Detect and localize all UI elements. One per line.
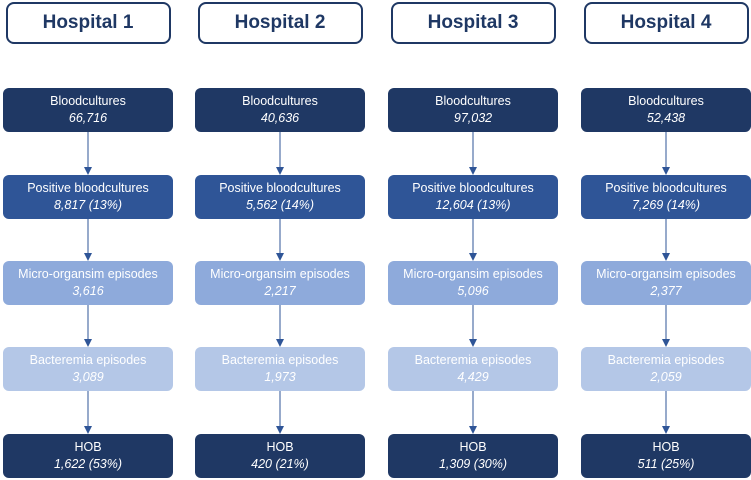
step-label: Positive bloodcultures xyxy=(219,181,341,195)
step-label: Bacteremia episodes xyxy=(221,353,339,367)
step-label: HOB xyxy=(652,440,680,454)
flow-step-box: HOB 420 (21%) xyxy=(195,434,365,478)
step-label: Bacteremia episodes xyxy=(414,353,532,367)
flow-step-box: Positive bloodcultures 5,562 (14%) xyxy=(195,175,365,219)
step-label: Positive bloodcultures xyxy=(605,181,727,195)
step-label: Bloodcultures xyxy=(242,94,318,108)
step-value: 5,562 (14%) xyxy=(245,198,315,212)
step-value: 5,096 xyxy=(457,284,489,298)
step-value: 1,309 (30%) xyxy=(438,457,508,471)
step-label: Bloodcultures xyxy=(435,94,511,108)
flow-step-box: Micro-organsim episodes 2,217 xyxy=(195,261,365,305)
flow-step-box: HOB 511 (25%) xyxy=(581,434,751,478)
step-label: Micro-organsim episodes xyxy=(403,267,543,281)
step-value: 2,377 xyxy=(650,284,682,298)
flow-step-box: Micro-organsim episodes 2,377 xyxy=(581,261,751,305)
flow-step-box: Positive bloodcultures 12,604 (13%) xyxy=(388,175,558,219)
flow-step-box: HOB 1,622 (53%) xyxy=(3,434,173,478)
hospital-header: Hospital 2 xyxy=(197,2,363,44)
flow-step-box: HOB 1,309 (30%) xyxy=(388,434,558,478)
flow-step-box: Positive bloodcultures 7,269 (14%) xyxy=(581,175,751,219)
flow-step-box: Bacteremia episodes 4,429 xyxy=(388,347,558,391)
flow-step-box: Bloodcultures 40,636 xyxy=(195,88,365,132)
flow-step-box: Bacteremia episodes 2,059 xyxy=(581,347,751,391)
step-value: 3,089 xyxy=(72,370,104,384)
flow-step-box: Bloodcultures 52,438 xyxy=(581,88,751,132)
step-value: 420 (21%) xyxy=(251,457,309,471)
step-value: 12,604 (13%) xyxy=(435,198,511,212)
hospital-header: Hospital 4 xyxy=(583,2,749,44)
hospital-header: Hospital 3 xyxy=(390,2,556,44)
step-value: 1,622 (53%) xyxy=(53,457,123,471)
step-value: 40,636 xyxy=(260,111,300,125)
step-label: Micro-organsim episodes xyxy=(210,267,350,281)
step-label: Bacteremia episodes xyxy=(29,353,147,367)
step-value: 4,429 xyxy=(457,370,489,384)
step-label: HOB xyxy=(74,440,102,454)
step-value: 7,269 (14%) xyxy=(631,198,701,212)
step-value: 1,973 xyxy=(264,370,296,384)
step-value: 66,716 xyxy=(68,111,108,125)
step-value: 2,059 xyxy=(650,370,682,384)
step-label: Bacteremia episodes xyxy=(607,353,725,367)
step-value: 511 (25%) xyxy=(637,457,695,471)
step-label: HOB xyxy=(459,440,487,454)
hospital-header: Hospital 1 xyxy=(5,2,171,44)
step-label: Positive bloodcultures xyxy=(27,181,149,195)
step-label: Micro-organsim episodes xyxy=(596,267,736,281)
step-value: 52,438 xyxy=(646,111,686,125)
flow-step-box: Micro-organsim episodes 5,096 xyxy=(388,261,558,305)
flow-step-box: Bacteremia episodes 1,973 xyxy=(195,347,365,391)
step-label: Bloodcultures xyxy=(50,94,126,108)
step-label: Micro-organsim episodes xyxy=(18,267,158,281)
step-label: Positive bloodcultures xyxy=(412,181,534,195)
step-value: 97,032 xyxy=(453,111,493,125)
step-value: 2,217 xyxy=(264,284,296,298)
step-label: Bloodcultures xyxy=(628,94,704,108)
flow-step-box: Bacteremia episodes 3,089 xyxy=(3,347,173,391)
flow-step-box: Bloodcultures 97,032 xyxy=(388,88,558,132)
step-label: HOB xyxy=(266,440,294,454)
flow-step-box: Bloodcultures 66,716 xyxy=(3,88,173,132)
step-value: 8,817 (13%) xyxy=(53,198,123,212)
step-value: 3,616 xyxy=(72,284,104,298)
flow-step-box: Positive bloodcultures 8,817 (13%) xyxy=(3,175,173,219)
flow-step-box: Micro-organsim episodes 3,616 xyxy=(3,261,173,305)
